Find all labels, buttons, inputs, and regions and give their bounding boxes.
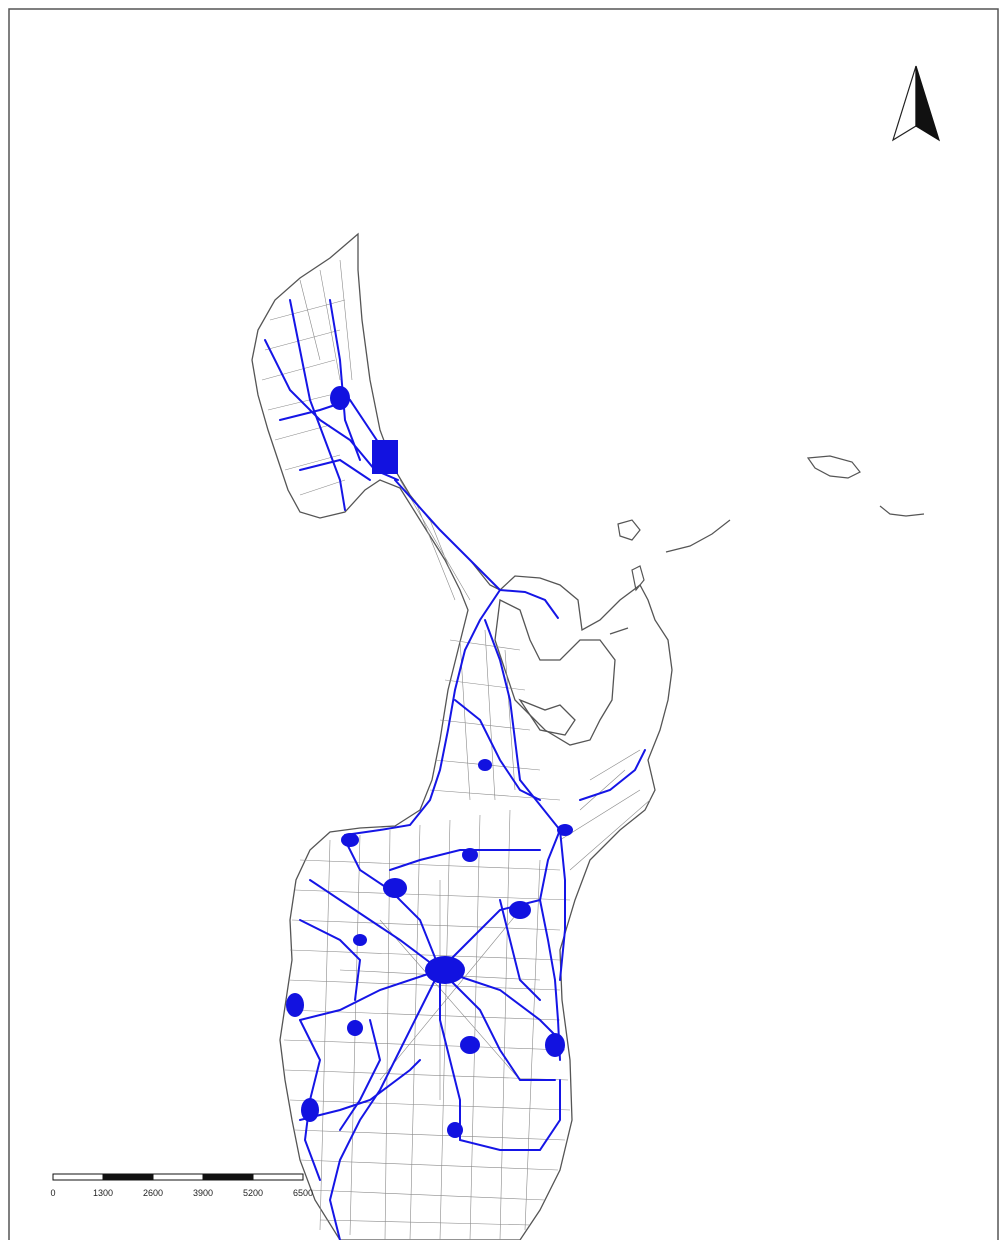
scale-label-3: 3900 [193, 1188, 213, 1198]
parcel-lines [261, 259, 651, 1240]
islets [609, 455, 925, 635]
scale-segment-5 [252, 1173, 304, 1181]
scale-segment-2 [102, 1173, 154, 1181]
scale-segment-3 [152, 1173, 204, 1181]
scale-label-4: 5200 [243, 1188, 263, 1198]
scale-bar: 0 1300 2600 3900 5200 6500 [50, 1173, 313, 1198]
scale-segment-4 [202, 1173, 254, 1181]
scale-segment-1 [52, 1173, 104, 1181]
scale-label-5: 6500 [293, 1188, 313, 1198]
north-arrow-icon [891, 65, 941, 142]
scale-label-0: 0 [50, 1188, 55, 1198]
map-border [8, 8, 999, 1240]
scale-label-1: 1300 [93, 1188, 113, 1198]
scale-label-2: 2600 [143, 1188, 163, 1198]
urban-areas [286, 386, 573, 1138]
land-mass [251, 232, 673, 1240]
